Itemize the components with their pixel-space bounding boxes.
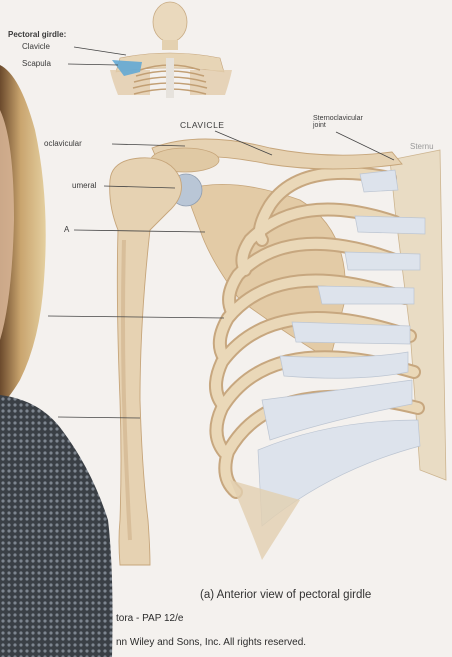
humeral-label: umeral (72, 182, 96, 190)
scapula-label: A (64, 226, 69, 234)
credit-line-2: nn Wiley and Sons, Inc. All rights reser… (116, 637, 306, 648)
acromioclavicular-label: oclavicular (44, 140, 82, 148)
credit-line-1: tora - PAP 12/e (116, 613, 183, 624)
inset-scapula-label: Scapula (22, 60, 51, 68)
sternum-label: Sternu (410, 143, 434, 151)
inset-title: Pectoral girdle: (8, 31, 66, 39)
inset-clavicle-label: Clavicle (22, 43, 50, 51)
clavicle-label: CLAVICLE (180, 121, 224, 130)
sternoclavicular-joint-label: Sternoclavicular joint (313, 115, 363, 130)
figure-caption: (a) Anterior view of pectoral girdle (200, 589, 371, 601)
